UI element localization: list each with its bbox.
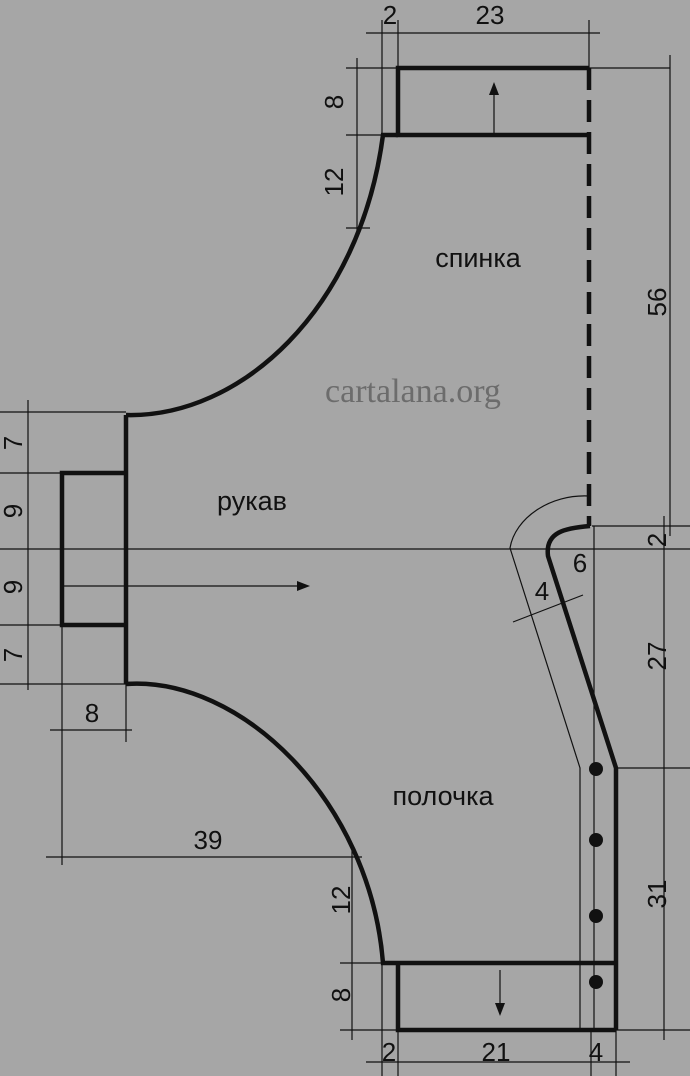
- dim-half-width: 39: [194, 825, 223, 855]
- dim-top-seam: 2: [383, 0, 397, 30]
- back-label: спинка: [435, 243, 522, 273]
- grain-arrows: [62, 82, 505, 1016]
- dim-bottom-band: 4: [589, 1037, 603, 1067]
- dim-bottom-seam: 2: [382, 1037, 396, 1067]
- dim-back-length: 56: [642, 288, 672, 317]
- dim-bottom-cuff-height: 8: [326, 988, 356, 1002]
- dim-bottom-width: 21: [482, 1037, 511, 1067]
- button-dot: [589, 909, 603, 923]
- dim-sleeve-cuff-width: 8: [85, 698, 99, 728]
- dim-band-width: 4: [535, 576, 549, 606]
- front-label: полочка: [392, 781, 494, 811]
- dim-front-slope: 27: [642, 642, 672, 671]
- dim-neck-step: 2: [642, 533, 672, 547]
- pattern-outline: [59, 65, 619, 1033]
- dim-sleeve-lower: 9: [0, 580, 28, 594]
- dim-sleeve-top: 7: [0, 436, 28, 450]
- dim-top-curve-height: 12: [319, 168, 349, 197]
- button-dot: [589, 975, 603, 989]
- dim-front-length: 31: [642, 880, 672, 909]
- dim-neck-depth: 6: [573, 548, 587, 578]
- watermark: cartalana.org: [325, 373, 501, 410]
- button-dot: [589, 762, 603, 776]
- dim-sleeve-upper: 9: [0, 504, 28, 518]
- dim-top-cuff-height: 8: [319, 95, 349, 109]
- button-markers: [589, 762, 603, 989]
- dim-bottom-curve-height: 12: [326, 886, 356, 915]
- sleeve-label: рукав: [217, 486, 287, 516]
- dim-top-width: 23: [476, 0, 505, 30]
- dim-sleeve-bottom: 7: [0, 648, 28, 662]
- button-dot: [589, 833, 603, 847]
